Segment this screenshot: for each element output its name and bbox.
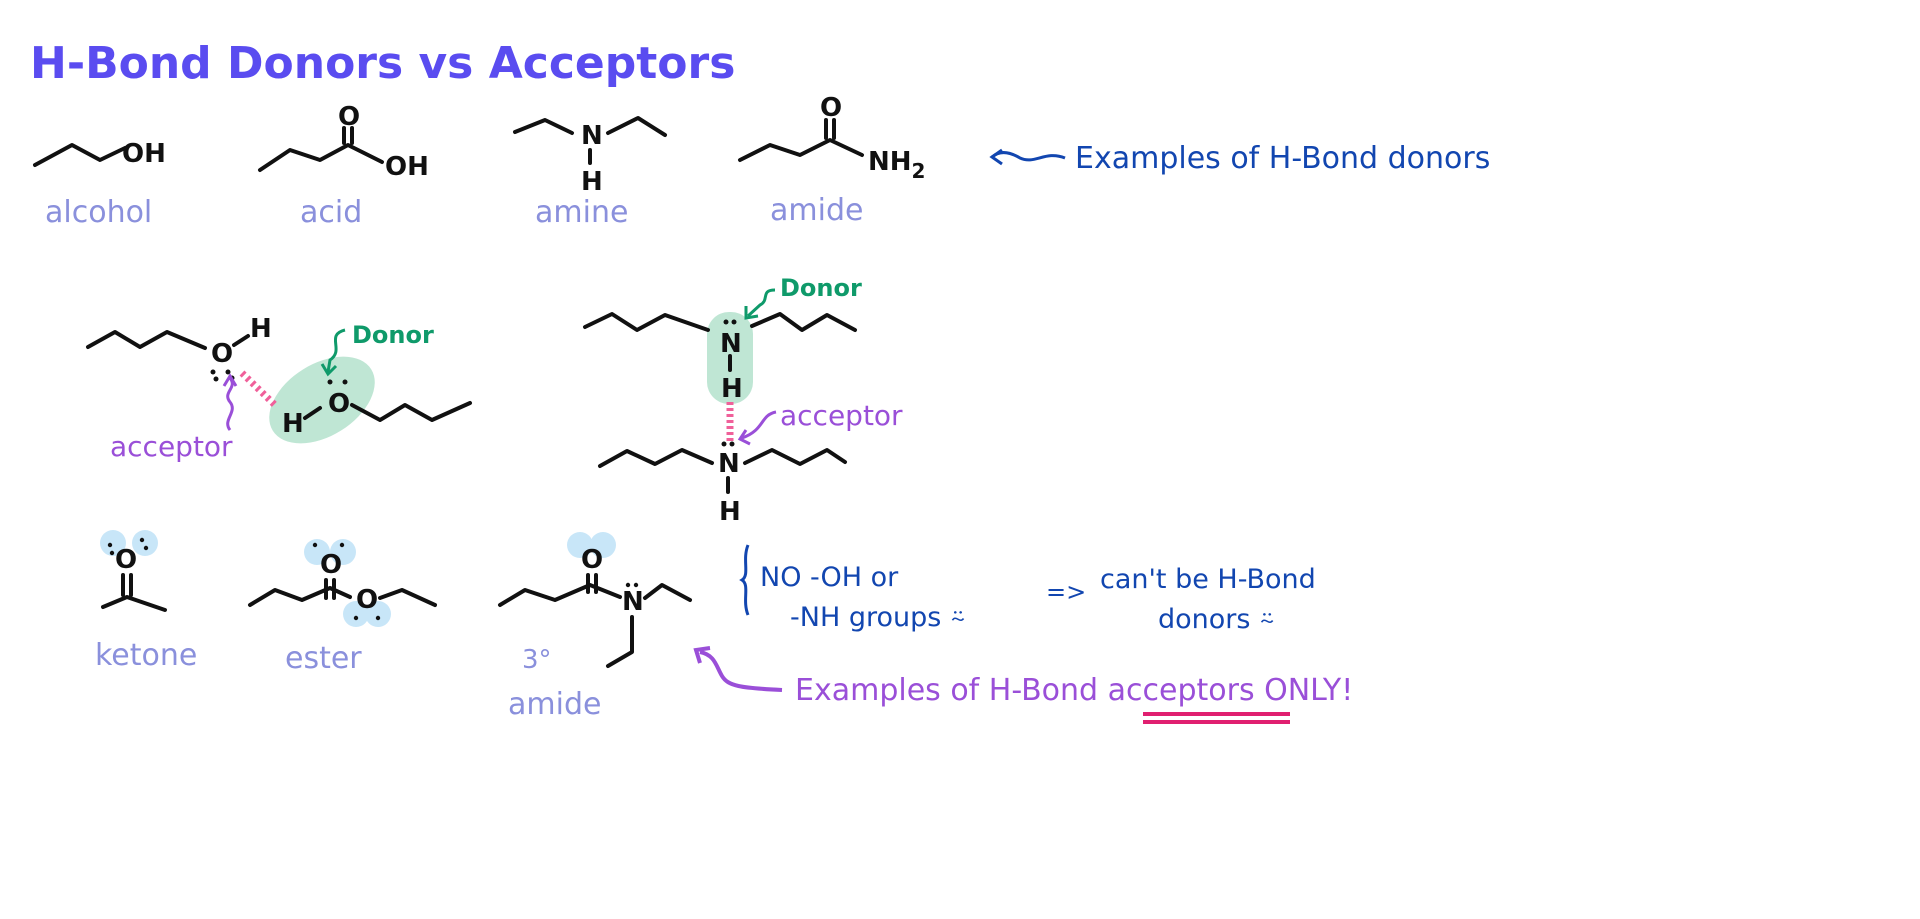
acceptors-emphasis: acceptors [1108, 673, 1255, 708]
donors-note: Examples of H-Bond donors [989, 141, 1490, 176]
atom-h: H [250, 314, 272, 344]
implies-arrow: => [1046, 578, 1086, 606]
arrow-icon [746, 288, 776, 318]
atom-oh: OH [122, 139, 166, 169]
donor-label: Donor [780, 274, 862, 302]
label-amide: amide [508, 687, 601, 722]
arrow-icon [741, 410, 777, 440]
arrow-icon [226, 377, 234, 431]
note-line-1: NO -OH or [760, 562, 899, 593]
atom-n: N [718, 449, 740, 479]
atom-h: H [721, 374, 743, 404]
label-amine: amine [535, 195, 628, 230]
atom-o: O [115, 545, 137, 575]
atom-o: O [356, 585, 378, 615]
atom-n: N [720, 329, 742, 359]
atom-o: O [320, 550, 342, 580]
atom-o: O [211, 339, 233, 369]
atom-n: N [581, 121, 603, 151]
ester-structure: O O ester [248, 539, 437, 676]
note-line-2: -NH groups ⍨ [790, 602, 966, 633]
atom-h: H [282, 409, 304, 439]
label-alcohol: alcohol [45, 195, 152, 230]
label-acid: acid [300, 195, 362, 230]
ketone-structure: O ketone [95, 530, 197, 673]
acceptor-label: acceptor [110, 430, 233, 463]
conclusion-line-2: donors ⍨ [1158, 604, 1275, 635]
acceptor-label: acceptor [780, 399, 903, 432]
acceptors-note: Examples of H-Bond acceptors ONLY! [795, 673, 1353, 708]
alcohol-structure: OH alcohol [33, 139, 166, 230]
conclusion-line-1: can't be H-Bond [1100, 564, 1316, 595]
label-amide: amide [770, 193, 863, 228]
label-ester: ester [285, 641, 362, 676]
arrow-icon [326, 328, 346, 373]
donors-note-text: Examples of H-Bond donors [1075, 141, 1490, 176]
tertiary-amide-structure: O N 3° amide [498, 532, 692, 722]
amine-structure: N H amine [513, 116, 667, 230]
atom-h: H [581, 167, 603, 197]
atom-o: O [338, 102, 360, 132]
page-title: H-Bond Donors vs Acceptors [30, 38, 735, 89]
atom-h: H [719, 497, 741, 527]
atom-o: O [581, 545, 603, 575]
atom-nh2: NH2 [868, 147, 925, 183]
donor-label: Donor [352, 321, 434, 349]
alcohol-hbond: O H H O Donor acceptor [86, 314, 472, 463]
atom-oh: OH [385, 152, 429, 182]
atom-o: O [328, 389, 350, 419]
amine-hbond: N H N H Donor acceptor [583, 274, 903, 527]
arrow-icon [991, 151, 1066, 162]
brace-icon [739, 544, 750, 616]
arrow-icon [699, 650, 783, 692]
acid-structure: O OH acid [258, 102, 429, 230]
atom-o: O [820, 93, 842, 123]
label-ketone: ketone [95, 638, 197, 673]
donor-highlight [269, 356, 375, 444]
label-tertiary: 3° [522, 645, 552, 675]
atom-n: N [622, 587, 644, 617]
amide-structure: O NH2 amide [738, 93, 925, 228]
hydrogen-bond [239, 370, 278, 408]
acceptor-notes: NO -OH or -NH groups ⍨ => can't be H-Bon… [693, 544, 1353, 724]
